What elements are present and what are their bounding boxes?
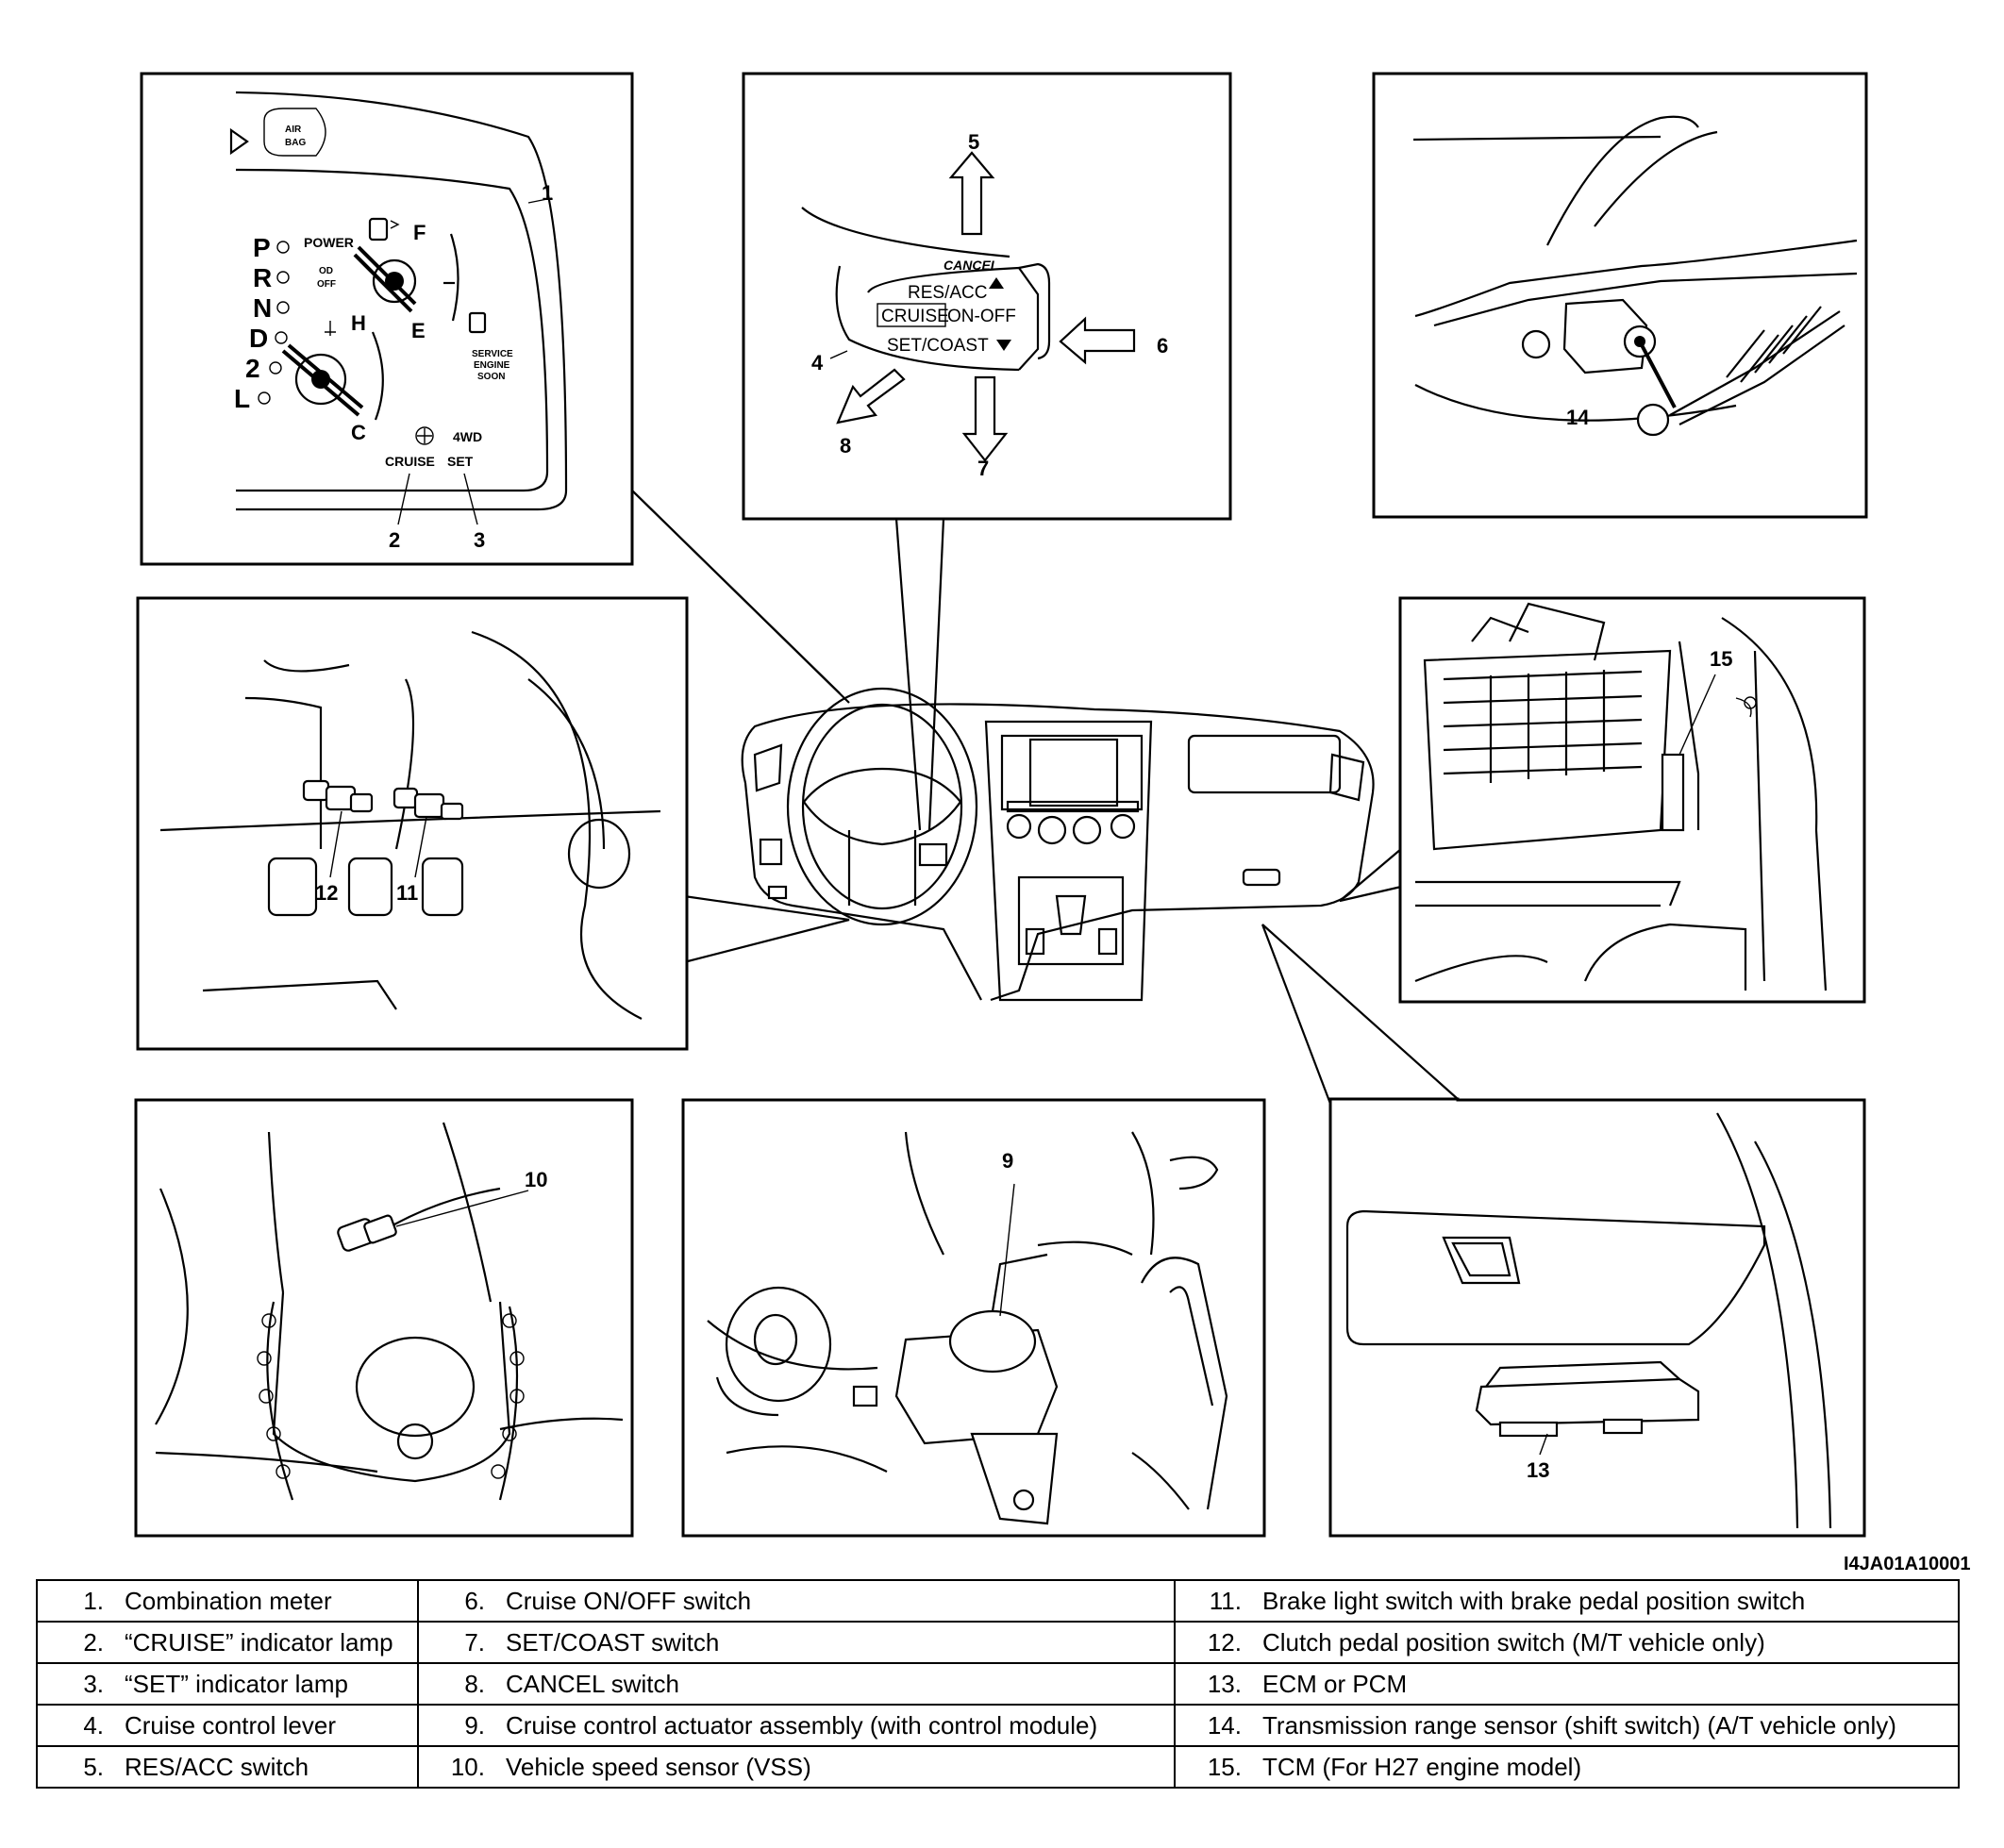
table-row: 4.Cruise control lever 9.Cruise control … — [36, 1704, 1960, 1747]
gear-indicator-list: P R N D 2 L — [234, 233, 290, 413]
cruise-lever-panel: CANCEL RES/ACC CRUISE ON-OFF SET/COAST 5… — [742, 72, 1232, 521]
service-engine-soon-line-1: SERVICE — [472, 349, 513, 359]
transmission-range-sensor-panel: 14 — [1372, 72, 1868, 519]
brake-light-switch — [392, 787, 464, 821]
legend-item-4: 4.Cruise control lever — [36, 1704, 419, 1747]
power-indicator: POWER — [304, 235, 354, 250]
legend-item-15: 15.TCM (For H27 engine model) — [1174, 1745, 1960, 1789]
legend-item-3: 3.“SET” indicator lamp — [36, 1662, 419, 1706]
callout-leaders — [576, 489, 1459, 1105]
table-row: 1.Combination meter 6.Cruise ON/OFF swit… — [36, 1579, 1960, 1623]
legend-item-11: 11.Brake light switch with brake pedal p… — [1174, 1579, 1960, 1623]
callout-1: 1 — [542, 181, 553, 205]
coolant-temp-icon — [325, 321, 336, 336]
tcm-panel: 15 — [1398, 596, 1866, 1004]
lever-on-off-label: ON-OFF — [947, 307, 1016, 326]
temp-gauge: H C — [281, 311, 384, 444]
callout-13: 13 — [1527, 1458, 1549, 1482]
legend-item-10: 10.Vehicle speed sensor (VSS) — [417, 1745, 1176, 1789]
ecm-module-body — [1475, 1377, 1700, 1426]
lever-cruise-label: CRUISE — [881, 307, 949, 326]
lever-res-acc-label: RES/ACC — [908, 283, 987, 303]
gear-2: 2 — [245, 354, 260, 383]
airbag-label-1: AIR — [285, 125, 302, 135]
callout-14: 14 — [1566, 406, 1590, 429]
legend-item-12: 12.Clutch pedal position switch (M/T veh… — [1174, 1621, 1960, 1664]
legend-item-7: 7.SET/COAST switch — [417, 1621, 1176, 1664]
combination-meter-panel: AIR BAG P R N D 2 L POWER OD OFF — [140, 72, 634, 566]
callout-6: 6 — [1157, 334, 1168, 358]
legend-item-6: 6.Cruise ON/OFF switch — [417, 1579, 1176, 1623]
callout-10: 10 — [525, 1168, 547, 1191]
pedal-switches-panel: 12 11 — [136, 596, 689, 1051]
gear-l: L — [234, 384, 250, 413]
range-sensor-body — [1562, 298, 1648, 375]
service-engine-soon-line-2: ENGINE — [474, 360, 510, 371]
off-label: OFF — [317, 279, 336, 290]
table-row: 3.“SET” indicator lamp 8.CANCEL switch 1… — [36, 1662, 1960, 1706]
cruise-actuator-panel: 9 — [681, 1098, 1266, 1538]
table-row: 5.RES/ACC switch 10.Vehicle speed sensor… — [36, 1745, 1960, 1789]
clutch-pedal-switch — [302, 779, 374, 813]
table-row: 2.“CRUISE” indicator lamp 7.SET/COAST sw… — [36, 1621, 1960, 1664]
vehicle-speed-sensor-panel: 10 — [134, 1098, 634, 1538]
legend-item-9: 9.Cruise control actuator assembly (with… — [417, 1704, 1176, 1747]
temp-cold-label: C — [351, 421, 366, 444]
four-wheel-drive-icon — [415, 426, 434, 445]
legend-item-13: 13.ECM or PCM — [1174, 1662, 1960, 1706]
callout-15: 15 — [1710, 647, 1732, 671]
set-indicator: SET — [447, 454, 474, 469]
fuel-pump-icon — [368, 217, 389, 241]
on-off-push-arrow-icon — [1059, 316, 1136, 365]
legend-item-8: 8.CANCEL switch — [417, 1662, 1176, 1706]
callout-12: 12 — [315, 881, 338, 905]
callout-7: 7 — [977, 457, 989, 480]
cruise-indicator: CRUISE — [385, 454, 435, 469]
vss-sensor — [337, 1187, 501, 1252]
callout-11: 11 — [396, 881, 418, 905]
gear-r: R — [253, 263, 272, 292]
gear-d: D — [249, 324, 268, 353]
low-fuel-icon — [468, 311, 487, 334]
callout-2: 2 — [389, 528, 400, 552]
callout-3: 3 — [474, 528, 485, 552]
instrument-panel-overview — [741, 687, 1375, 1002]
gear-p: P — [253, 233, 271, 262]
fuel-gauge: F E — [353, 217, 487, 342]
callout-5: 5 — [968, 130, 979, 154]
callout-4: 4 — [811, 351, 824, 375]
four-wheel-drive-indicator: 4WD — [453, 429, 482, 444]
lever-set-coast-label: SET/COAST — [887, 336, 989, 356]
temp-hot-label: H — [351, 311, 366, 335]
fuel-empty-label: E — [411, 319, 426, 342]
callout-8: 8 — [840, 434, 851, 458]
legend-item-2: 2.“CRUISE” indicator lamp — [36, 1621, 419, 1664]
service-engine-soon-line-3: SOON — [477, 372, 505, 382]
callout-9: 9 — [1002, 1149, 1013, 1173]
lever-cancel-label: CANCEL — [944, 258, 998, 273]
set-coast-down-arrow-icon — [961, 375, 1009, 462]
ecm-pcm-panel: 13 — [1328, 1097, 1866, 1538]
parts-legend-table: 1.Combination meter 6.Cruise ON/OFF swit… — [36, 1579, 1960, 1789]
res-acc-up-arrow-icon — [948, 151, 995, 236]
fuel-full-label: F — [413, 221, 426, 244]
airbag-label-2: BAG — [285, 138, 306, 148]
legend-item-1: 1.Combination meter — [36, 1579, 419, 1623]
legend-item-14: 14.Transmission range sensor (shift swit… — [1174, 1704, 1960, 1747]
od-label: OD — [319, 266, 333, 276]
gear-n: N — [253, 293, 272, 323]
figure-reference-code: I4JA01A10001 — [1844, 1554, 1971, 1574]
cancel-pull-arrow-icon — [836, 368, 906, 425]
legend-item-5: 5.RES/ACC switch — [36, 1745, 419, 1789]
